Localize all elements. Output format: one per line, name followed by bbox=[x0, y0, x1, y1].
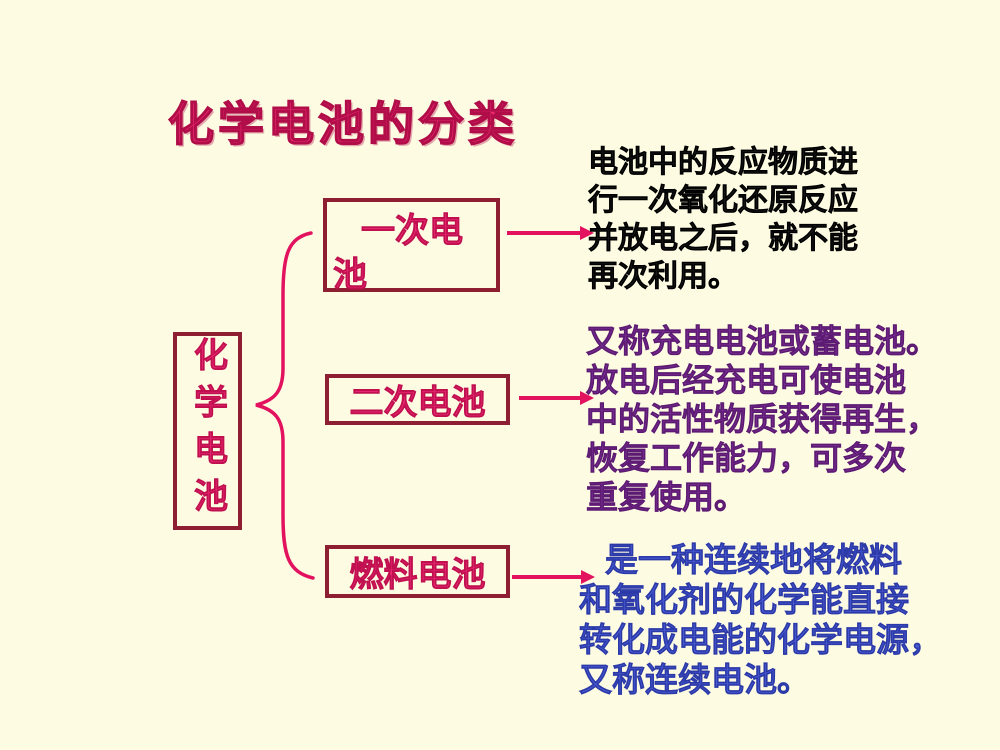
description-secondary-battery: 又称充电电池或蓄电池。 放电后经充电可使电池 中的活性物质获得再生， 恢复工作能… bbox=[586, 323, 939, 516]
page-title: 化学电池的分类 bbox=[167, 97, 518, 151]
description-fuel-cell: 是一种连续地将燃料 和氧化剂的化学能直接 转化成电能的化学电源， 又称连续电池。 bbox=[579, 541, 943, 699]
node-fuel-cell: 燃料电池 bbox=[325, 545, 510, 598]
node-primary-battery: 一次电 池 bbox=[323, 198, 500, 294]
description-primary-battery: 电池中的反应物质进 行一次氧化还原反应 并放电之后，就不能 再次利用。 bbox=[588, 146, 859, 294]
root-node-label: 化学电池 bbox=[188, 337, 227, 526]
root-node-chemical-battery: 化学电池 bbox=[173, 332, 242, 530]
brace-curve bbox=[255, 231, 315, 580]
node-fuel-cell-label: 燃料电池 bbox=[349, 556, 486, 595]
node-secondary-battery-label: 二次电池 bbox=[349, 384, 486, 423]
node-secondary-battery: 二次电池 bbox=[325, 374, 510, 425]
